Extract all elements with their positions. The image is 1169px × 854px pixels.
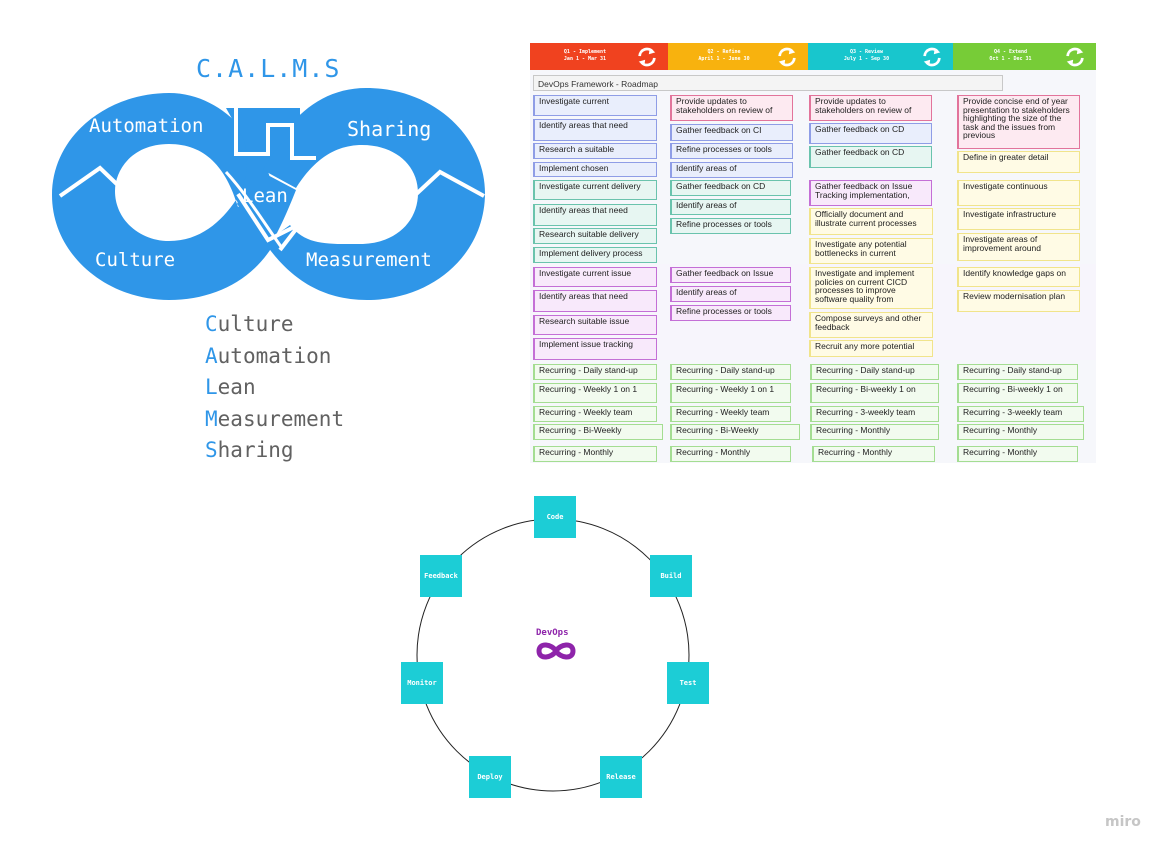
- roadmap-title[interactable]: DevOps Framework - Roadmap: [533, 75, 1003, 91]
- roadmap-card[interactable]: Refine processes or tools: [670, 143, 793, 159]
- roadmap-card[interactable]: Recurring - Weekly 1 on 1: [670, 383, 791, 403]
- calms-label-culture: Culture: [95, 249, 176, 271]
- roadmap-card[interactable]: Provide concise end of year presentation…: [957, 95, 1080, 149]
- cycle-node-deploy[interactable]: Deploy: [469, 756, 511, 798]
- devops-center-label: DevOps: [536, 628, 569, 638]
- roadmap-card[interactable]: Recurring - Daily stand-up: [810, 364, 939, 380]
- refresh-icon[interactable]: [636, 46, 658, 68]
- roadmap-card[interactable]: Recurring - Bi-weekly 1 on: [957, 383, 1078, 403]
- roadmap-card[interactable]: Recurring - Monthly: [533, 446, 657, 462]
- roadmap-card[interactable]: Gather feedback on CD: [809, 123, 932, 144]
- roadmap-card[interactable]: Refine processes or tools: [670, 305, 791, 321]
- infinity-icon: [536, 642, 576, 660]
- roadmap-card[interactable]: Identify areas that need: [533, 119, 657, 141]
- cycle-node-monitor[interactable]: Monitor: [401, 662, 443, 704]
- roadmap-card[interactable]: Identify areas that need: [533, 204, 657, 226]
- cycle-node-release[interactable]: Release: [600, 756, 642, 798]
- roadmap-card[interactable]: Research suitable delivery: [533, 228, 657, 244]
- cycle-node-build[interactable]: Build: [650, 555, 692, 597]
- roadmap-card[interactable]: Recurring - Weekly team: [533, 406, 657, 422]
- roadmap-card[interactable]: Review modernisation plan: [957, 290, 1080, 312]
- roadmap-card[interactable]: Recurring - Monthly: [957, 446, 1078, 462]
- roadmap-card[interactable]: Refine processes or tools: [670, 218, 791, 234]
- calms-right-ring: [263, 88, 485, 300]
- roadmap-card[interactable]: Recurring - Monthly: [810, 424, 939, 440]
- roadmap-card[interactable]: Implement issue tracking: [533, 338, 657, 360]
- roadmap-card[interactable]: Gather feedback on Issue: [670, 267, 791, 283]
- roadmap-card[interactable]: Identify areas of: [670, 199, 791, 215]
- roadmap-card[interactable]: Recurring - Daily stand-up: [957, 364, 1078, 380]
- calms-title: C.A.L.M.S: [196, 54, 341, 83]
- roadmap-card[interactable]: Recruit any more potential: [809, 340, 933, 357]
- cycle-node-code[interactable]: Code: [534, 496, 576, 538]
- refresh-icon[interactable]: [1064, 46, 1086, 68]
- roadmap-card[interactable]: Investigate current issue: [533, 267, 657, 287]
- roadmap-card[interactable]: Officially document and illustrate curre…: [809, 208, 933, 235]
- roadmap-card[interactable]: Provide updates to stakeholders on revie…: [809, 95, 932, 121]
- calms-label-sharing: Sharing: [347, 117, 432, 141]
- roadmap-card[interactable]: Recurring - Daily stand-up: [533, 364, 657, 380]
- roadmap-card[interactable]: Recurring - Bi-weekly 1 on: [810, 383, 939, 403]
- cycle-node-feedback[interactable]: Feedback: [420, 555, 462, 597]
- cycle-node-test[interactable]: Test: [667, 662, 709, 704]
- calms-label-automation: Automation: [89, 115, 204, 137]
- roadmap-card[interactable]: Implement delivery process: [533, 247, 657, 263]
- roadmap-card[interactable]: Recurring - Monthly: [812, 446, 935, 462]
- roadmap-card[interactable]: Identify knowledge gaps on: [957, 267, 1080, 287]
- roadmap-card[interactable]: Investigate current delivery: [533, 180, 657, 200]
- calms-label-lean: Lean: [242, 185, 288, 207]
- roadmap-card[interactable]: Gather feedback on CD: [809, 146, 932, 168]
- roadmap-card[interactable]: Recurring - Weekly team: [670, 406, 791, 422]
- roadmap-card[interactable]: Identify areas that need: [533, 290, 657, 312]
- roadmap-card[interactable]: Recurring - 3-weekly team: [810, 406, 939, 422]
- calms-list-item: Measurement: [205, 406, 345, 431]
- roadmap-card[interactable]: Recurring - Monthly: [957, 424, 1084, 440]
- roadmap-card[interactable]: Gather feedback on CI: [670, 124, 793, 141]
- roadmap-card[interactable]: Investigate infrastructure: [957, 208, 1080, 230]
- roadmap-card[interactable]: Define in greater detail: [957, 151, 1080, 173]
- roadmap-card[interactable]: Implement chosen: [533, 162, 657, 177]
- roadmap-card[interactable]: Compose surveys and other feedback: [809, 312, 933, 338]
- calms-left-ring: [52, 93, 272, 300]
- roadmap-card[interactable]: Recurring - Daily stand-up: [670, 364, 791, 380]
- roadmap-card[interactable]: Investigate current: [533, 95, 657, 116]
- roadmap-card[interactable]: Identify areas of: [670, 162, 793, 178]
- calms-list-item: Sharing: [205, 438, 294, 462]
- roadmap-card[interactable]: Recurring - Weekly 1 on 1: [533, 383, 657, 403]
- calms-infinity-diagram: [52, 88, 485, 300]
- roadmap-card[interactable]: Investigate areas of improvement around: [957, 233, 1080, 261]
- roadmap-card[interactable]: Identify areas of: [670, 286, 791, 302]
- roadmap-card[interactable]: Gather feedback on CD: [670, 180, 791, 196]
- roadmap-card[interactable]: Gather feedback on Issue Tracking implem…: [809, 180, 932, 206]
- calms-label-measurement: Measurement: [306, 249, 432, 271]
- roadmap-card[interactable]: Investigate any potential bottlenecks in…: [809, 238, 933, 264]
- calms-acronym-list: Culture Automation Lean Measurement Shar…: [205, 309, 344, 467]
- roadmap-card[interactable]: Investigate and implement policies on cu…: [809, 267, 933, 309]
- roadmap-card[interactable]: Recurring - Monthly: [670, 446, 791, 462]
- calms-list-item: Culture: [205, 312, 294, 336]
- roadmap-card[interactable]: Recurring - 3-weekly team: [957, 406, 1084, 422]
- roadmap-card[interactable]: Research suitable issue: [533, 315, 657, 335]
- calms-list-item: Lean: [205, 375, 256, 399]
- roadmap-card[interactable]: Investigate continuous: [957, 180, 1080, 206]
- roadmap-card[interactable]: Research a suitable: [533, 143, 657, 159]
- roadmap-card[interactable]: Recurring - Bi-Weekly: [670, 424, 800, 440]
- roadmap-card[interactable]: Recurring - Bi-Weekly: [533, 424, 663, 440]
- calms-lean-band: [226, 108, 300, 246]
- refresh-icon[interactable]: [921, 46, 943, 68]
- miro-watermark: miro: [1105, 814, 1141, 830]
- refresh-icon[interactable]: [776, 46, 798, 68]
- roadmap-card[interactable]: Provide updates to stakeholders on revie…: [670, 95, 793, 121]
- calms-list-item: Automation: [205, 343, 332, 368]
